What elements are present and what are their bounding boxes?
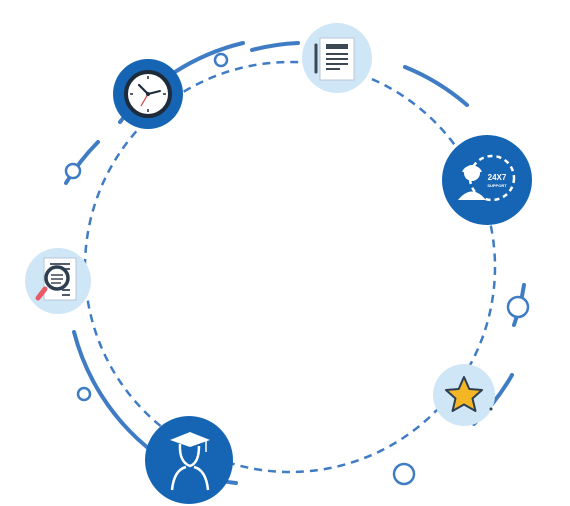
document-search-icon xyxy=(35,257,77,301)
decorative-dot xyxy=(76,386,92,402)
node-support: 24X7 SUPPORT xyxy=(442,135,532,225)
node-document xyxy=(302,23,372,93)
decorative-dot xyxy=(506,295,530,319)
wall-clock-icon xyxy=(124,70,172,118)
node-search xyxy=(25,248,91,314)
decorative-dots xyxy=(64,52,530,486)
graduate-icon xyxy=(170,432,210,491)
support-badge-sub: SUPPORT xyxy=(487,183,507,188)
decorative-dot xyxy=(64,162,82,180)
inner-dashed-ring xyxy=(83,60,497,474)
star-icon xyxy=(445,376,493,412)
node-star xyxy=(433,364,495,426)
node-graduate xyxy=(145,416,233,504)
support-badge-main: 24X7 xyxy=(488,173,507,182)
node-clock xyxy=(113,59,183,129)
support-agent-gear-icon: 24X7 SUPPORT xyxy=(458,154,516,202)
decorative-dot xyxy=(213,52,229,68)
document-pen-icon xyxy=(314,37,355,81)
decorative-dot xyxy=(392,462,416,486)
